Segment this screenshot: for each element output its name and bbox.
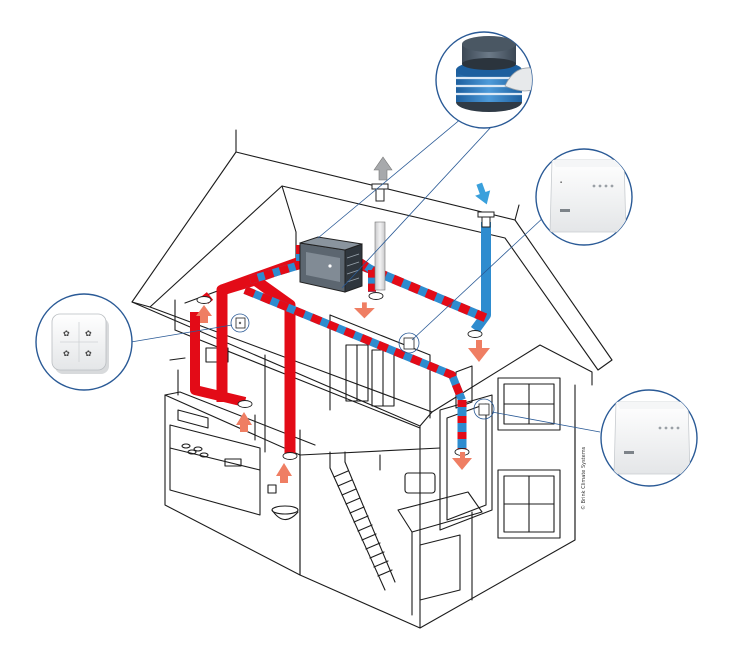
- roof-cap-fresh: [477, 211, 495, 228]
- callout-room-controller-lower: [600, 389, 698, 487]
- exhaust-pipe: [374, 221, 386, 291]
- wall-devices: [235, 317, 490, 416]
- first-floor-slab: [164, 391, 441, 456]
- roof-front-eave: [131, 301, 433, 427]
- roof-outline: [131, 151, 613, 371]
- flow-arrow-icon: [468, 340, 490, 362]
- controller-on-wall: [478, 403, 490, 416]
- flow-arrow-icon: [196, 305, 212, 323]
- roof-ridge-right: [514, 204, 520, 221]
- valve-hall: [282, 452, 298, 460]
- heat-recovery-unit: [299, 236, 363, 293]
- flow-arrows: [196, 156, 491, 483]
- combined-duct-front-red: [243, 286, 466, 402]
- room-controller-icon: [613, 401, 691, 475]
- supply-duct-kitchen: [190, 312, 247, 407]
- wall-switch-icon: ✿ ✿ ✿ ✿: [51, 313, 109, 374]
- callout-room-controller-upper: ▪: [535, 148, 633, 246]
- callout-target: [398, 332, 420, 354]
- room-controller-icon: ▪: [549, 159, 627, 233]
- svg-text:✿: ✿: [85, 329, 92, 338]
- window-bay: [439, 394, 493, 531]
- callout-target: [230, 313, 250, 333]
- entrance-canopy: [397, 491, 483, 533]
- roof-back-edge: [281, 185, 297, 233]
- sofa: [404, 472, 436, 494]
- bathroom: [267, 484, 299, 521]
- valve-kitchen: [237, 400, 253, 408]
- front-window-upper: [497, 377, 561, 431]
- staircase: [329, 451, 396, 591]
- svg-text:✿: ✿: [63, 349, 70, 358]
- svg-text:✿: ✿: [63, 329, 70, 338]
- callout-roof-vent: [435, 31, 533, 129]
- valve-attic-b: [467, 330, 483, 338]
- controller-on-wall: [403, 337, 415, 350]
- callout-lines: [130, 117, 601, 433]
- interior-wall: [254, 354, 301, 576]
- entrance-porch: [411, 511, 473, 616]
- callout-wall-switch: ✿ ✿ ✿ ✿: [35, 293, 133, 391]
- fresh-air-pipe: [481, 222, 491, 240]
- exhaust-arrow-icon: [373, 156, 393, 181]
- flow-arrow-icon: [276, 463, 292, 483]
- attic-window: [455, 365, 473, 409]
- image-credit: © Brink Climate Systems: [580, 446, 587, 510]
- right-gable: [431, 344, 593, 413]
- supply-duct-long: [220, 274, 296, 455]
- front-window-lower: [497, 469, 561, 539]
- house-base: [299, 419, 576, 629]
- valve-attic-a: [368, 292, 384, 300]
- diffuser-valves: [196, 292, 483, 460]
- flow-arrow-icon: [452, 452, 472, 470]
- svg-text:▪: ▪: [560, 180, 562, 184]
- svg-text:✿: ✿: [85, 349, 92, 358]
- valve-upper-left: [196, 296, 212, 304]
- flow-arrow-icon: [236, 412, 252, 432]
- roof-vent-icon: [456, 36, 532, 112]
- callout-target: [473, 398, 495, 420]
- fresh-air-arrow-icon: [475, 182, 491, 205]
- flow-arrow-icon: [354, 302, 375, 319]
